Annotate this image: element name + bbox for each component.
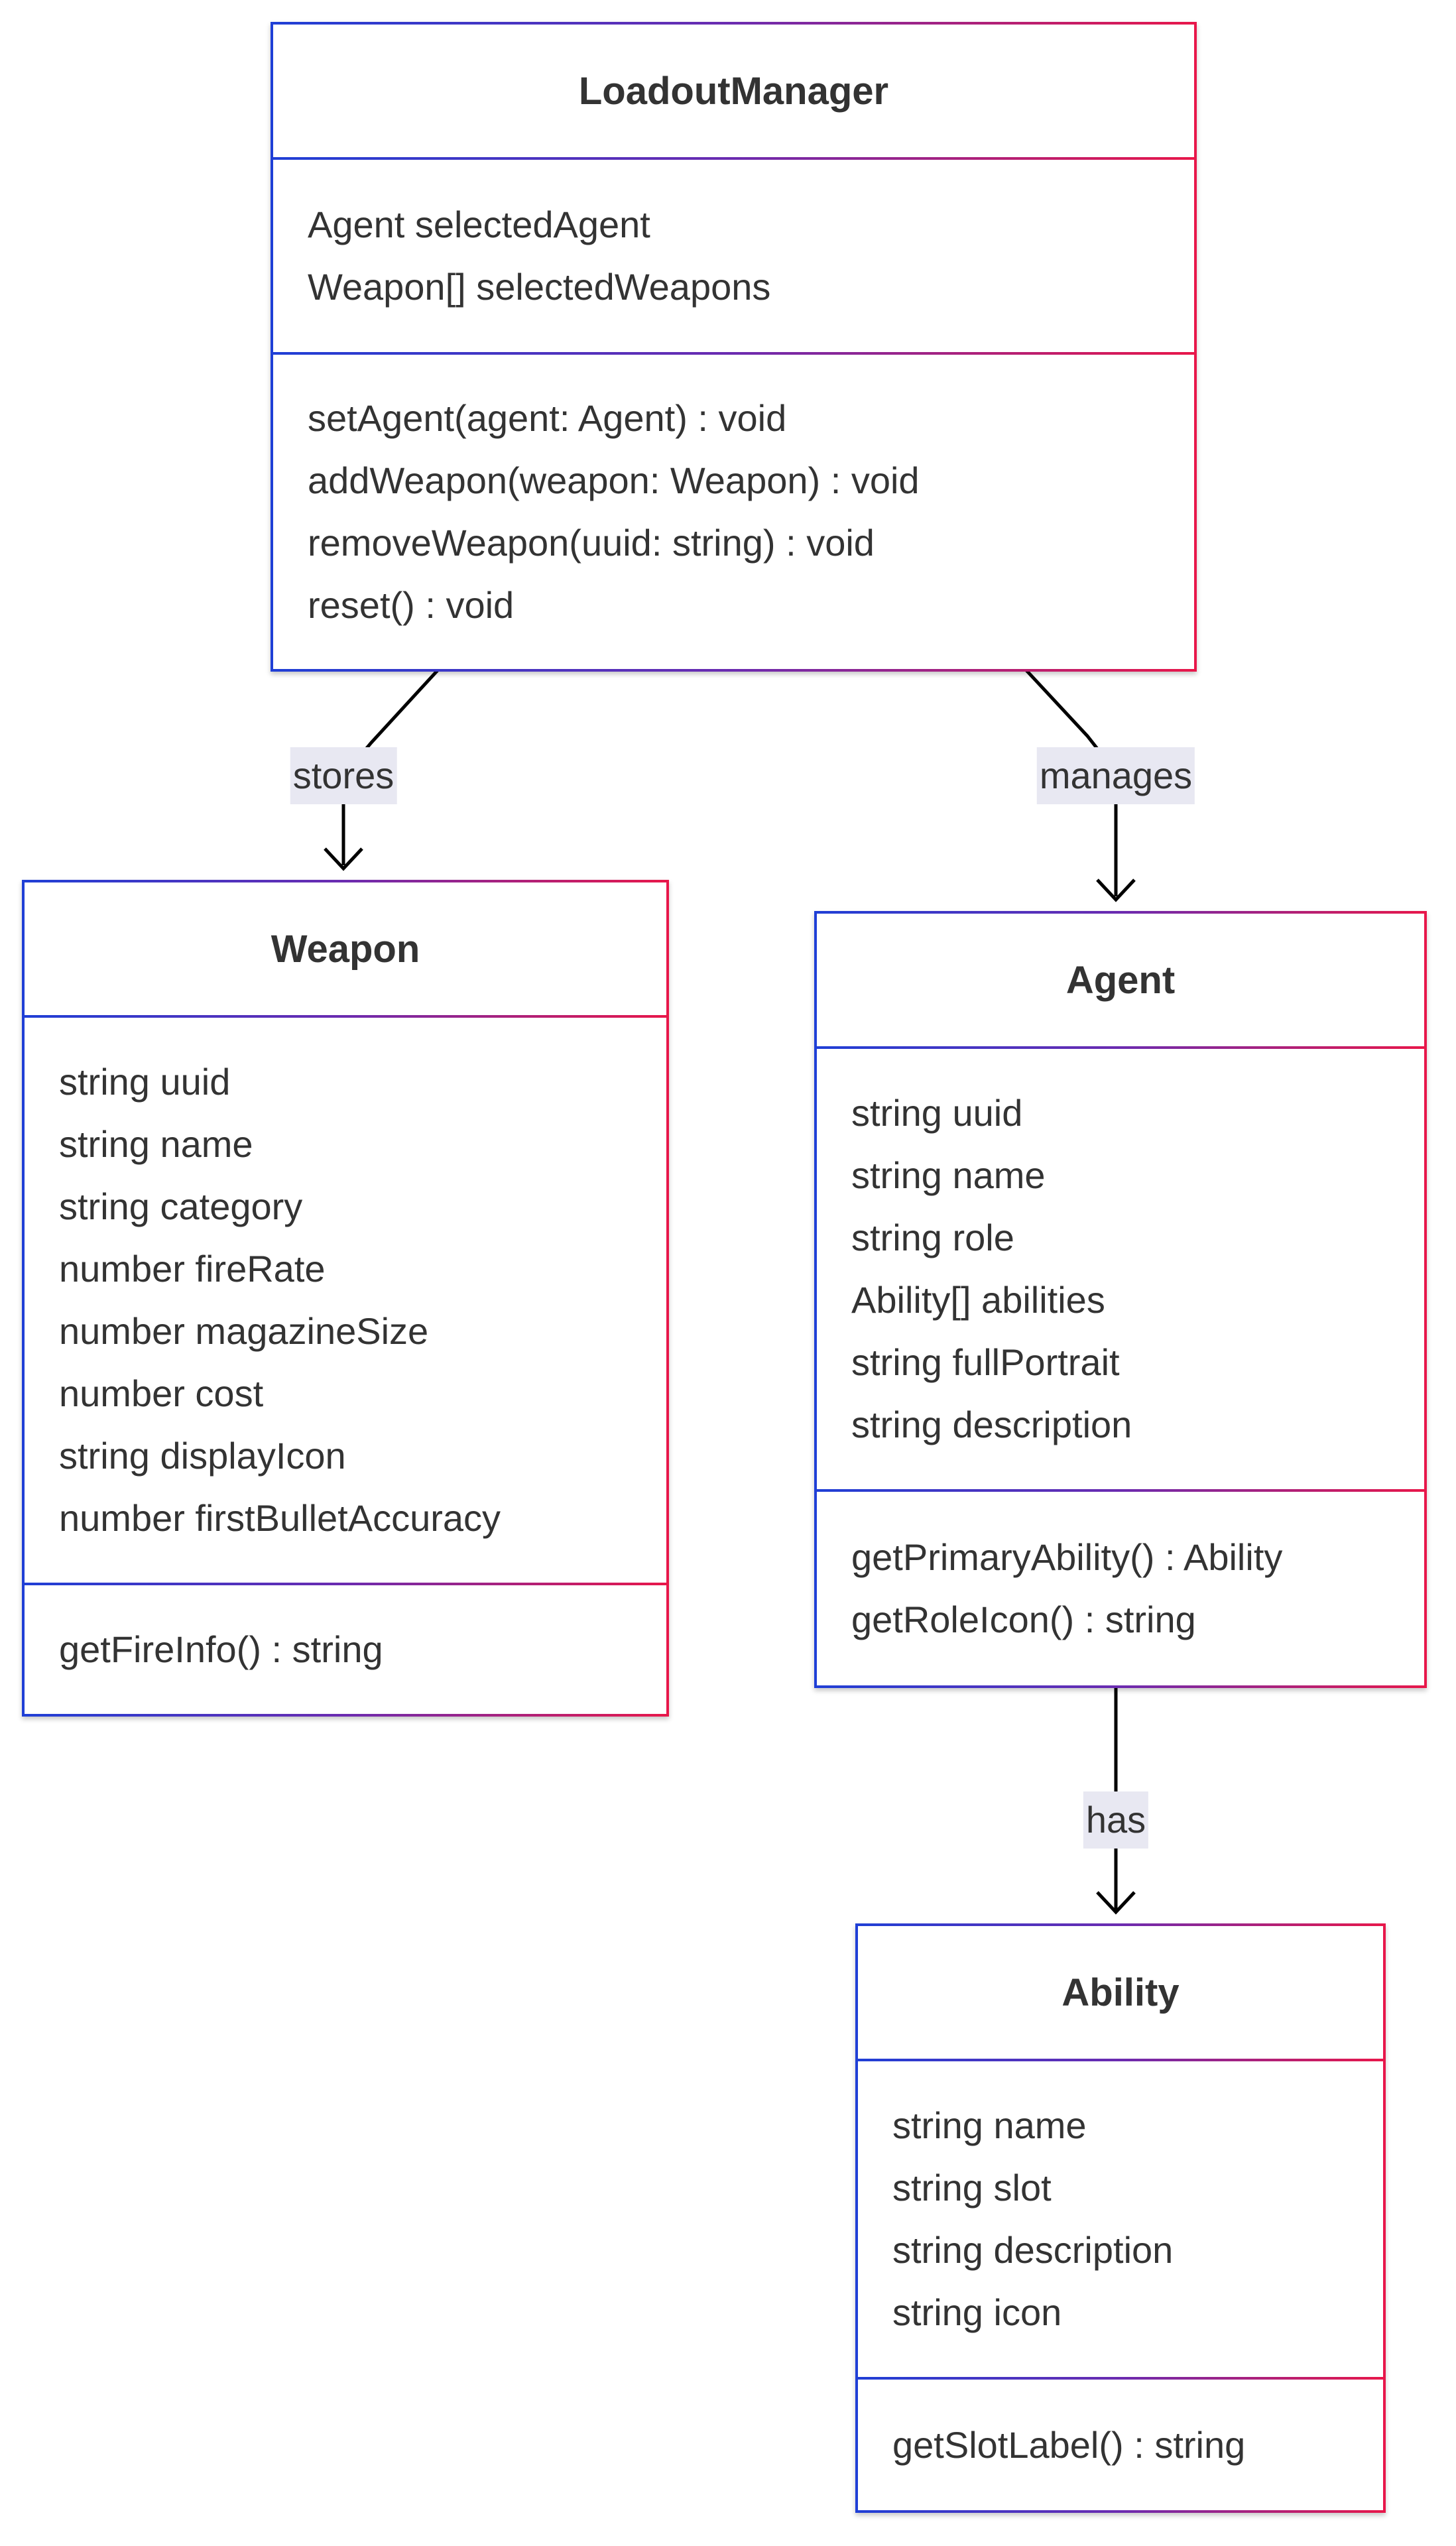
- attribute: string uuid: [59, 1061, 231, 1103]
- attribute-section: string name string slot string descripti…: [858, 2061, 1383, 2377]
- edge-label-manages: manages: [1036, 747, 1195, 804]
- class-name: Weapon: [271, 927, 420, 971]
- attribute: number firstBulletAccuracy: [59, 1497, 501, 1539]
- method: getRoleIcon() : string: [851, 1599, 1196, 1640]
- class-name: Agent: [1065, 958, 1176, 1002]
- class-name: LoadoutManager: [578, 69, 889, 113]
- attribute: number cost: [59, 1372, 264, 1414]
- edge-stores-arrowhead: [324, 847, 363, 871]
- method: setAgent(agent: Agent) : void: [308, 397, 787, 439]
- attribute-section: Agent selectedAgent Weapon[] selectedWea…: [273, 160, 1194, 352]
- attribute: string icon: [892, 2291, 1062, 2333]
- divider: [273, 157, 1194, 160]
- method-section: setAgent(agent: Agent) : void addWeapon(…: [273, 355, 1194, 669]
- attribute: string category: [59, 1185, 303, 1227]
- method-section: getPrimaryAbility() : Ability getRoleIco…: [817, 1492, 1424, 1685]
- method: getPrimaryAbility() : Ability: [851, 1536, 1283, 1578]
- class-weapon[interactable]: Weapon string uuid string name string ca…: [22, 880, 669, 1717]
- attribute: string uuid: [851, 1092, 1023, 1134]
- class-ability[interactable]: Ability string name string slot string d…: [855, 1923, 1386, 2513]
- method: addWeapon(weapon: Weapon) : void: [308, 459, 920, 501]
- edge-label-stores: stores: [290, 747, 397, 804]
- attribute-section: string uuid string name string category …: [25, 1018, 666, 1583]
- divider: [25, 1583, 666, 1585]
- attribute: Agent selectedAgent: [308, 204, 650, 245]
- method: reset() : void: [308, 584, 515, 626]
- method: removeWeapon(uuid: string) : void: [308, 522, 875, 564]
- attribute: number fireRate: [59, 1248, 326, 1290]
- attribute: Weapon[] selectedWeapons: [308, 266, 771, 308]
- attribute: string displayIcon: [59, 1435, 346, 1477]
- class-loadout-manager[interactable]: LoadoutManager Agent selectedAgent Weapo…: [271, 22, 1197, 672]
- divider: [858, 2059, 1383, 2061]
- attribute: string description: [892, 2229, 1174, 2271]
- attribute: string name: [59, 1123, 253, 1165]
- divider: [858, 2377, 1383, 2380]
- edge-manages-arrowhead: [1096, 879, 1136, 902]
- method-section: getSlotLabel() : string: [858, 2380, 1383, 2510]
- class-name: Ability: [1062, 1970, 1180, 2014]
- method-section: getFireInfo() : string: [25, 1585, 666, 1714]
- method: getSlotLabel() : string: [892, 2423, 1246, 2466]
- divider: [25, 1015, 666, 1018]
- attribute: string slot: [892, 2167, 1052, 2209]
- attribute: number magazineSize: [59, 1310, 429, 1352]
- edge-has-arrowhead: [1096, 1891, 1136, 1915]
- attribute: string name: [851, 1154, 1046, 1196]
- divider: [817, 1046, 1424, 1049]
- edge-label-has: has: [1083, 1791, 1149, 1849]
- divider: [817, 1489, 1424, 1492]
- attribute: Ability[] abilities: [851, 1279, 1105, 1321]
- method: getFireInfo() : string: [59, 1628, 383, 1670]
- attribute: string name: [892, 2104, 1087, 2146]
- attribute-section: string uuid string name string role Abil…: [817, 1049, 1424, 1489]
- class-agent[interactable]: Agent string uuid string name string rol…: [814, 911, 1427, 1688]
- attribute: string fullPortrait: [851, 1341, 1120, 1383]
- attribute: string role: [851, 1217, 1014, 1258]
- divider: [273, 352, 1194, 355]
- attribute: string description: [851, 1404, 1132, 1445]
